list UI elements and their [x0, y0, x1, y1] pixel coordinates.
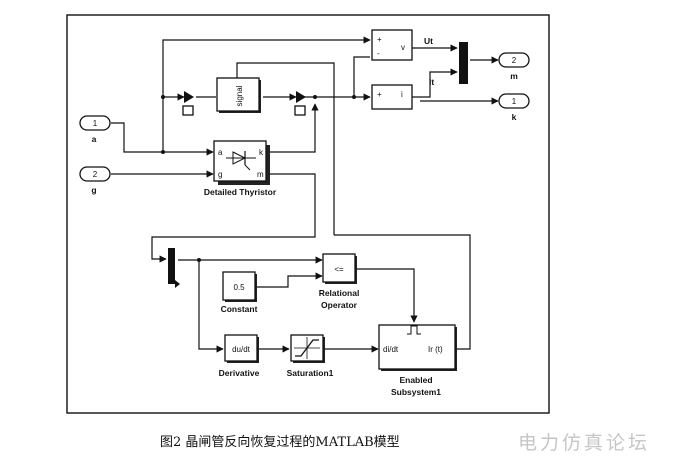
relational-label-line2: Operator [321, 300, 358, 310]
saturation-block[interactable] [290, 334, 325, 363]
outport-k-label: k [512, 112, 517, 122]
signal-block[interactable]: signal [216, 77, 261, 113]
subsystem-input-port: di/dt [383, 345, 399, 354]
cm-plus-sign: + [377, 90, 382, 99]
figure-caption: 图2 晶闸管反向恢复过程的MATLAB模型 [160, 434, 400, 450]
voltage-measurement-port: v [401, 43, 405, 52]
voltage-measurement-block[interactable]: + - v [371, 29, 413, 61]
signal-lines [111, 36, 499, 353]
outport-m-number: 2 [512, 56, 517, 65]
vm-minus-sign: - [377, 49, 380, 58]
thyristor-port-g: g [218, 170, 222, 179]
outport-k[interactable]: 1 k [498, 93, 530, 122]
saturation-label: Saturation1 [287, 368, 334, 378]
saturation-icon [294, 337, 320, 359]
constant-label: Constant [221, 304, 258, 314]
ut-signal-label: Ut [424, 36, 433, 46]
vm-plus-sign: + [377, 35, 382, 44]
enabled-subsystem-block[interactable]: di/dt Ir (t) [378, 324, 457, 371]
derivative-block[interactable]: du/dt [224, 334, 259, 363]
output-mux-bar[interactable] [459, 42, 468, 84]
signal-block-text: signal [235, 85, 244, 106]
junction-dots [161, 95, 356, 262]
thyristor-port-k: k [259, 148, 264, 157]
current-measurement-block[interactable]: + i [371, 84, 413, 110]
inport-g-number: 2 [93, 170, 98, 179]
right-goto-block[interactable] [294, 91, 306, 116]
relational-op-symbol: <= [334, 265, 344, 274]
subsystem-label-line1: Enabled [399, 375, 432, 385]
detailed-thyristor-block[interactable]: a g k m [213, 140, 270, 185]
subsystem-label-line2: Subsystem1 [391, 387, 441, 397]
enable-pulse-icon [407, 325, 421, 335]
constant-block[interactable]: 0.5 [222, 271, 257, 302]
demux-output-marker [175, 280, 180, 288]
constant-value: 0.5 [233, 283, 245, 292]
derivative-label: Derivative [219, 368, 260, 378]
watermark-text: 电力仿真论坛 [518, 432, 650, 454]
it-signal-label: It [429, 77, 434, 87]
inport-a-number: 1 [93, 119, 98, 128]
thyristor-icon [226, 151, 256, 171]
inport-a-label: a [92, 134, 97, 144]
outport-k-number: 1 [512, 97, 517, 106]
relational-label-line1: Relational [319, 288, 360, 298]
relational-operator-block[interactable]: <= [322, 253, 357, 284]
inport-g-label: g [91, 185, 96, 195]
subsystem-output-port: Ir (t) [428, 345, 443, 354]
outport-m[interactable]: 2 m [498, 52, 530, 81]
left-goto-block[interactable] [182, 91, 194, 116]
inport-a[interactable]: 1 a [79, 115, 111, 144]
model-frame [66, 14, 550, 414]
inport-g[interactable]: 2 g [79, 166, 111, 195]
demux-bar[interactable] [168, 248, 175, 284]
thyristor-port-a: a [218, 148, 223, 157]
thyristor-port-m: m [257, 170, 264, 179]
thyristor-label: Detailed Thyristor [204, 187, 277, 197]
current-measurement-port: i [401, 90, 403, 99]
outport-m-label: m [510, 71, 518, 81]
derivative-text: du/dt [232, 345, 251, 354]
